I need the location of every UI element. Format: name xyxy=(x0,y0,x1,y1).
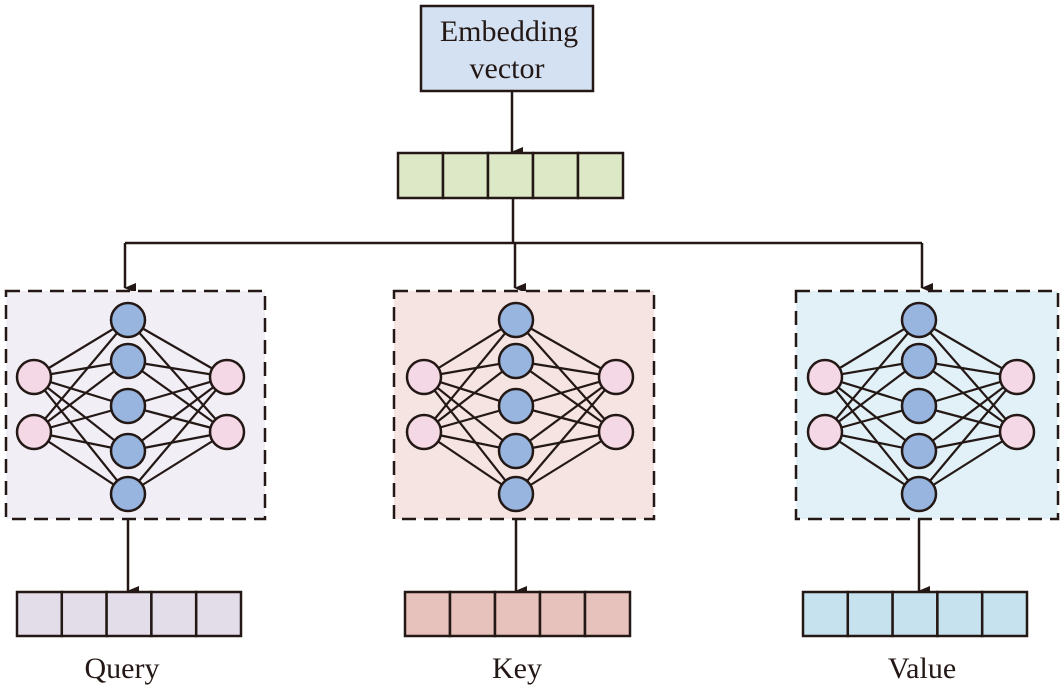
edge xyxy=(423,319,517,433)
hidden-node xyxy=(900,432,938,470)
key-label: Key xyxy=(492,652,542,685)
key-vector-cell xyxy=(583,590,632,638)
edge xyxy=(824,360,920,433)
hidden-node xyxy=(109,342,147,380)
output-node xyxy=(597,413,635,451)
query-vector-cell xyxy=(150,590,198,638)
query-network xyxy=(4,289,267,638)
hidden-node xyxy=(900,301,938,339)
key-vector-cell xyxy=(403,590,452,638)
edge xyxy=(33,376,129,452)
edge xyxy=(127,431,228,495)
hidden-node xyxy=(497,342,535,380)
hidden-node xyxy=(497,387,535,425)
embedding-box: Embedding vector xyxy=(419,4,595,93)
key-vector-cell xyxy=(538,590,587,638)
edge xyxy=(33,319,129,378)
edge xyxy=(918,360,1018,433)
edge xyxy=(127,376,228,452)
output-node xyxy=(208,358,246,396)
edge xyxy=(423,360,517,433)
output-node xyxy=(998,413,1036,451)
edge xyxy=(824,431,920,495)
edge xyxy=(33,431,129,495)
edge xyxy=(423,376,517,452)
edge xyxy=(515,319,617,378)
value-network xyxy=(794,289,1060,638)
hidden-node xyxy=(109,475,147,513)
value-vector-cell xyxy=(980,590,1029,638)
edge xyxy=(918,319,1018,378)
edge xyxy=(515,376,617,495)
input-node xyxy=(806,413,844,451)
networks xyxy=(4,289,1060,638)
embedding-vector-cell xyxy=(576,151,625,200)
query-vector-cell xyxy=(105,590,153,638)
hidden-node xyxy=(109,301,147,339)
embedding-vector-cell xyxy=(396,151,445,200)
edge xyxy=(918,376,1018,452)
edge xyxy=(33,319,129,433)
hidden-node xyxy=(900,387,938,425)
key-vector-cell xyxy=(448,590,497,638)
value-vector-cell xyxy=(801,590,850,638)
edge xyxy=(515,376,617,452)
edge xyxy=(33,376,129,495)
value-vector xyxy=(801,590,1029,638)
distribution-connector xyxy=(123,198,933,293)
input-node xyxy=(15,413,53,451)
edge xyxy=(127,319,228,378)
edge xyxy=(824,376,920,495)
edge xyxy=(824,376,920,452)
query-label: Query xyxy=(85,652,160,685)
edge xyxy=(515,431,617,495)
hidden-node xyxy=(900,342,938,380)
edge xyxy=(824,319,920,378)
hidden-node xyxy=(497,432,535,470)
output-node xyxy=(998,358,1036,396)
input-node xyxy=(405,358,443,396)
value-vector-cell xyxy=(891,590,939,638)
edge xyxy=(918,431,1018,495)
key-vector xyxy=(403,590,632,638)
hidden-node xyxy=(109,387,147,425)
edge xyxy=(515,360,617,433)
embedding-vector-cell xyxy=(486,151,535,200)
embedding-vector-cell xyxy=(531,151,580,200)
edge xyxy=(918,319,1018,433)
embedding-vector xyxy=(396,151,625,200)
input-node xyxy=(15,358,53,396)
input-node xyxy=(405,413,443,451)
query-vector-cell xyxy=(194,590,243,638)
edge xyxy=(127,319,228,433)
query-vector xyxy=(15,590,243,638)
embedding-vector-cell xyxy=(441,151,490,200)
hidden-node xyxy=(900,475,938,513)
edge xyxy=(423,376,517,495)
edge xyxy=(127,376,228,495)
embedding-label-line1: Embedding xyxy=(440,15,578,48)
key-vector-cell xyxy=(493,590,542,638)
embedding-vector xyxy=(396,151,625,200)
hidden-node xyxy=(497,475,535,513)
edge xyxy=(33,360,129,433)
key-network xyxy=(392,289,656,638)
output-node xyxy=(597,358,635,396)
edge xyxy=(127,360,228,433)
output-node xyxy=(208,413,246,451)
input-node xyxy=(806,358,844,396)
query-vector-cell xyxy=(60,590,108,638)
value-vector-cell xyxy=(846,590,894,638)
hidden-node xyxy=(497,301,535,339)
value-vector-cell xyxy=(936,590,984,638)
edge xyxy=(515,319,617,433)
hidden-node xyxy=(109,432,147,470)
value-label: Value xyxy=(888,652,956,685)
edge xyxy=(423,431,517,495)
edge xyxy=(918,376,1018,495)
edge xyxy=(824,319,920,433)
query-vector-cell xyxy=(15,590,64,638)
embedding-label-line2: vector xyxy=(470,52,545,85)
